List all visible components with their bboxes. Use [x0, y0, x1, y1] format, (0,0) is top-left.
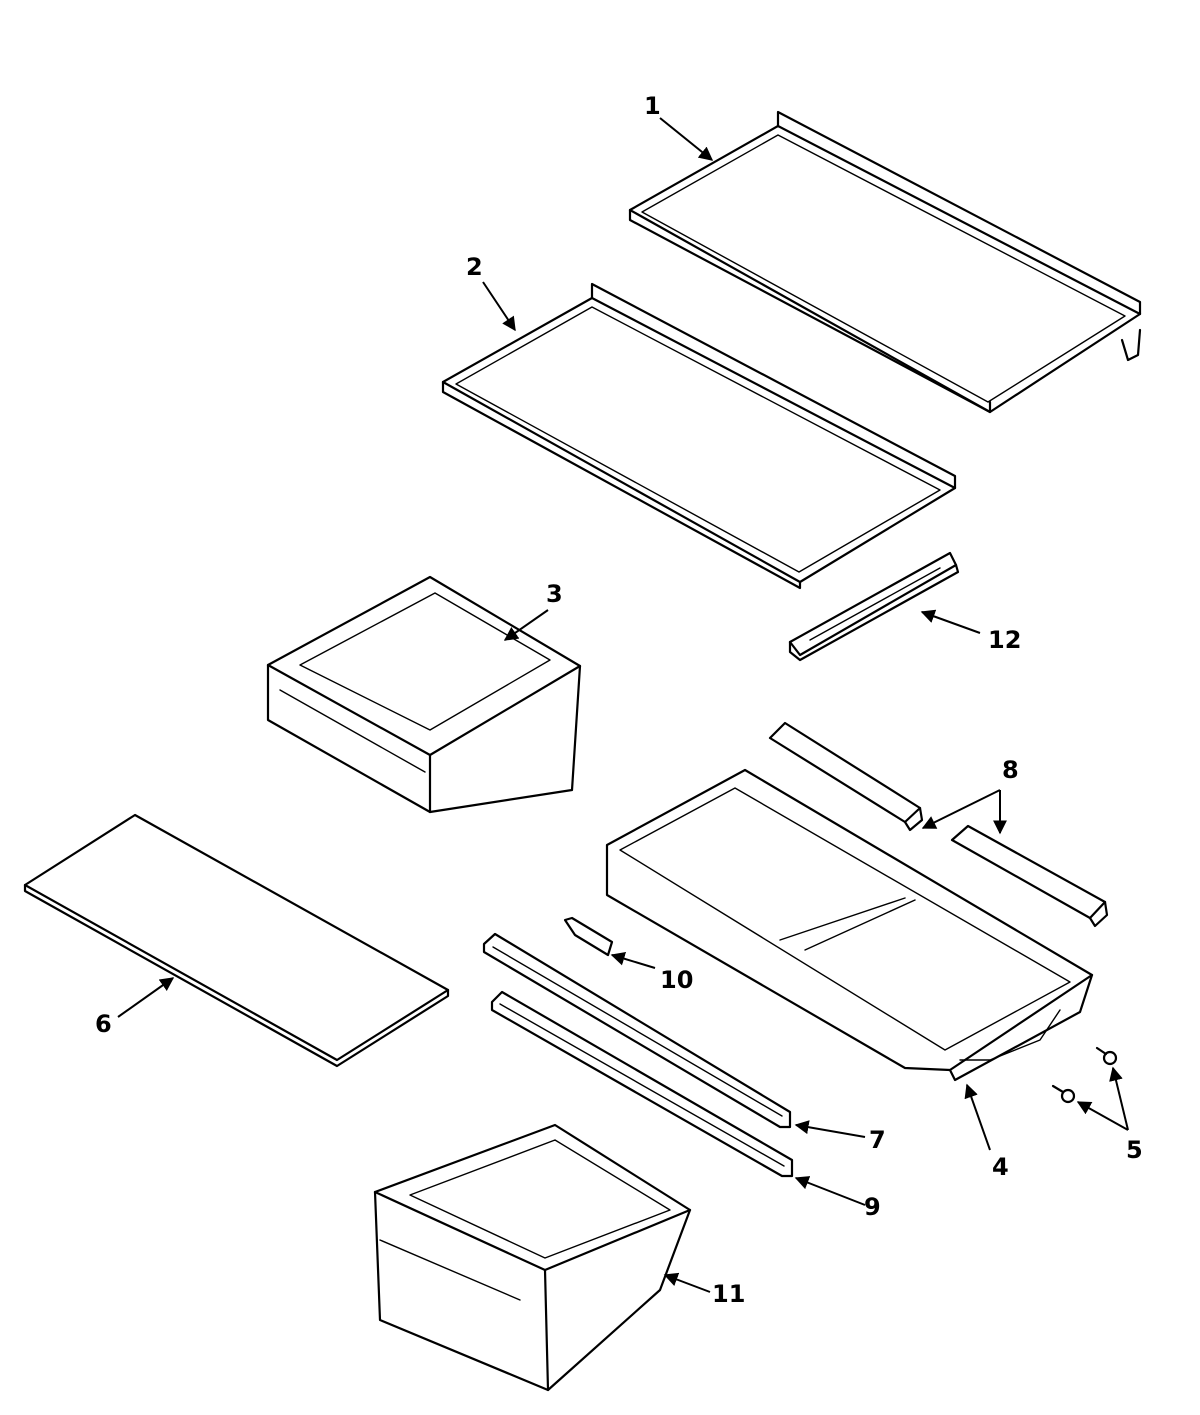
callout-5: 5: [1126, 1136, 1143, 1164]
callout-1: 1: [644, 92, 661, 120]
callout-4: 4: [992, 1153, 1009, 1181]
part-4-cover-frame: [605, 768, 1094, 1082]
callout-2: 2: [466, 253, 483, 281]
part-10-clip: [563, 916, 614, 957]
part-2-shelf: [441, 282, 957, 590]
callout-12: 12: [988, 626, 1021, 654]
leader-lines: [117, 117, 1129, 1293]
part-6-glass-panel: [23, 813, 450, 1068]
callout-11: 11: [712, 1280, 745, 1308]
callout-7: 7: [869, 1126, 886, 1154]
part-11-drawer: [373, 1123, 692, 1392]
callout-6: 6: [95, 1010, 112, 1038]
part-7-rail: [482, 932, 792, 1129]
callout-3: 3: [546, 580, 563, 608]
callout-10: 10: [660, 966, 693, 994]
part-8-rails: [768, 721, 1109, 928]
part-3-drawer: [266, 575, 582, 814]
callout-8: 8: [1002, 756, 1019, 784]
part-1-shelf: [628, 110, 1142, 414]
callout-9: 9: [864, 1193, 881, 1221]
part-12-rail: [788, 551, 960, 662]
part-9-rail: [490, 990, 794, 1178]
part-5-screws: [1051, 1046, 1118, 1104]
